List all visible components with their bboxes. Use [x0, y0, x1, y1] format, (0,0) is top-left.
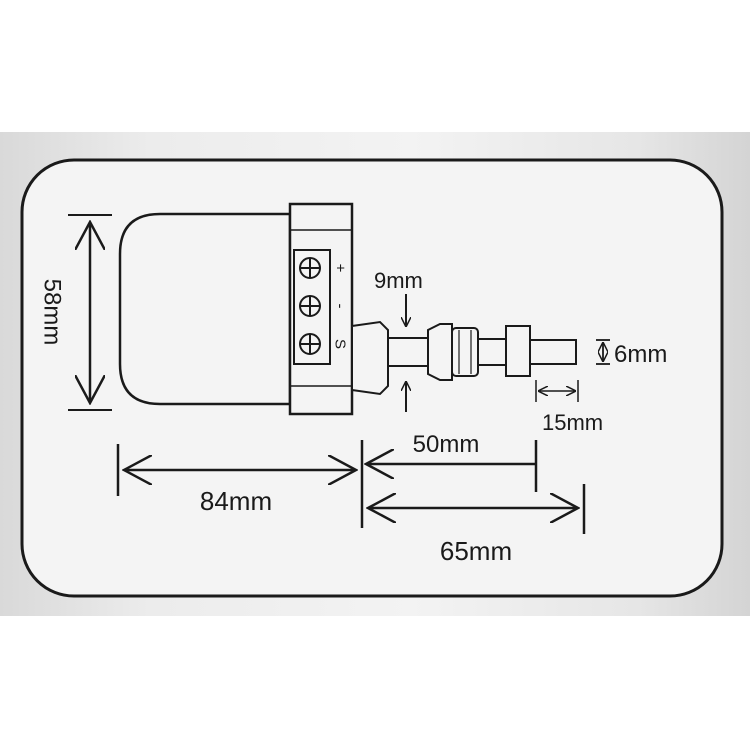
- dimension-shaft-length: 50mm: [360, 431, 538, 528]
- label-height: 58mm: [39, 279, 66, 346]
- terminal-label-negative: -: [332, 304, 349, 309]
- dimension-tip-length: 15mm: [535, 380, 603, 435]
- terminal-block: + - S: [293, 249, 349, 365]
- label-tip-length: 15mm: [542, 410, 603, 435]
- label-shaft-length: 50mm: [413, 431, 480, 458]
- label-total-length: 65mm: [440, 536, 512, 566]
- probe-shaft: [351, 320, 577, 396]
- dimension-body-length: 84mm: [116, 444, 356, 516]
- label-tip-diameter: 6mm: [614, 341, 667, 368]
- terminal-screw-positive-icon: [299, 257, 321, 279]
- terminal-label-positive: +: [332, 264, 349, 273]
- label-pin-diameter: 9mm: [374, 268, 423, 293]
- terminal-screw-signal-icon: [299, 333, 321, 355]
- dimension-height: 58mm: [39, 214, 112, 411]
- dimension-tip-diameter: 6mm: [596, 339, 667, 368]
- label-body-length: 84mm: [200, 486, 272, 516]
- terminal-label-signal: S: [332, 339, 349, 349]
- dimension-total-length: 65mm: [368, 484, 586, 566]
- terminal-screw-negative-icon: [299, 295, 321, 317]
- dimension-pin-diameter: 9mm: [374, 268, 423, 412]
